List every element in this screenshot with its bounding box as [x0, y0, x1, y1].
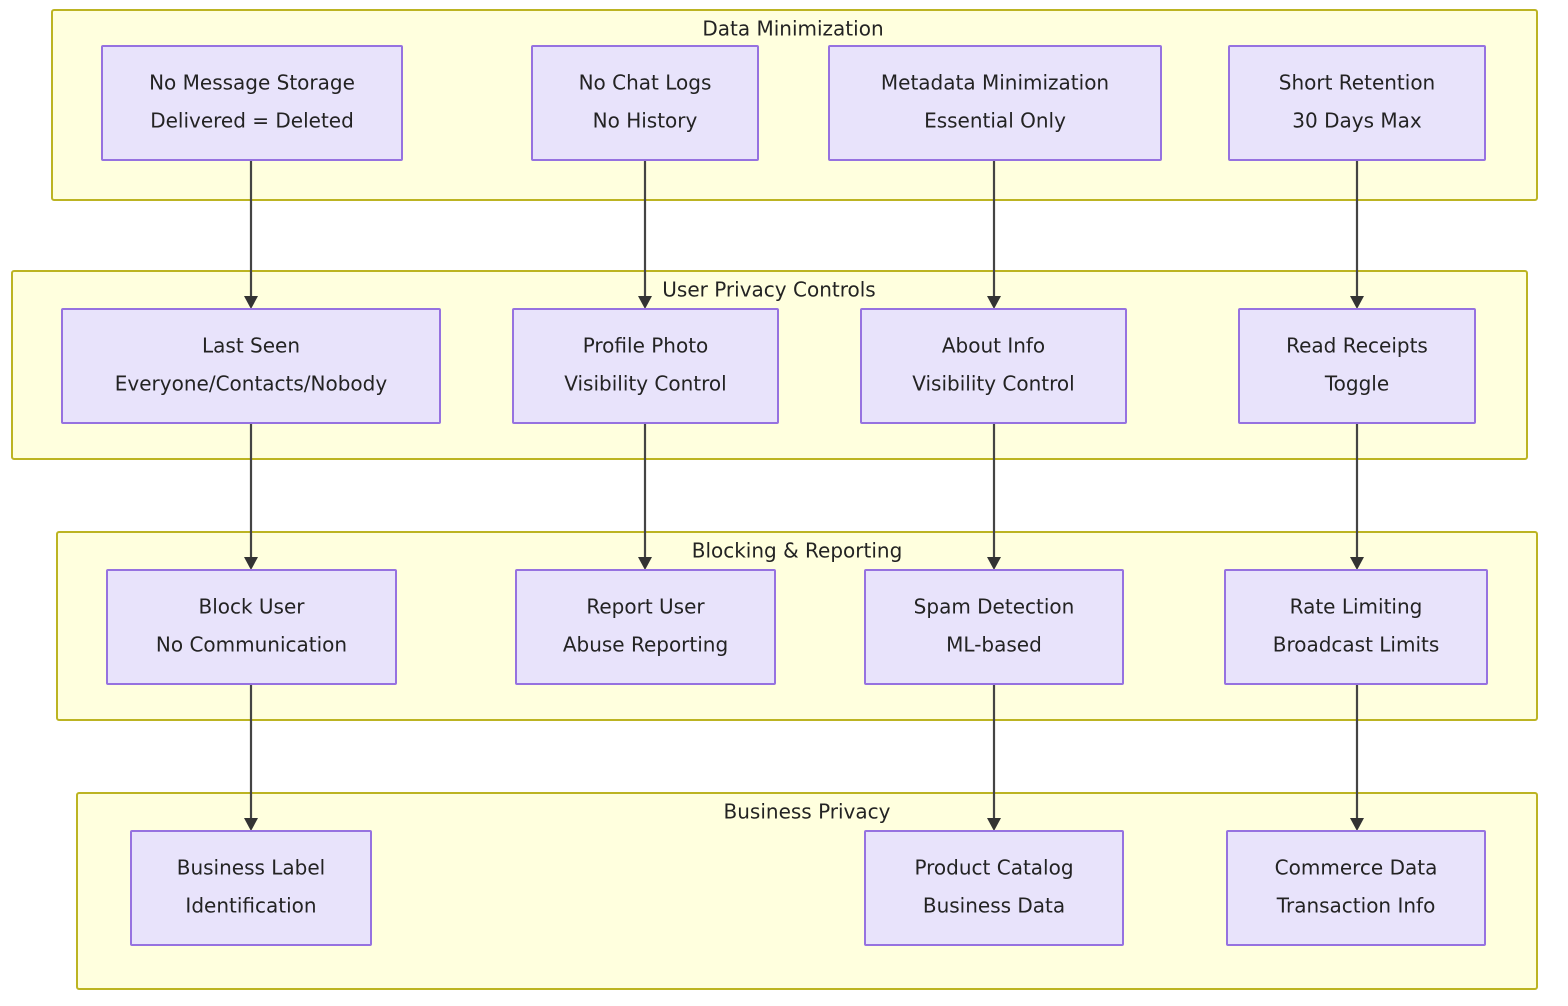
node-label-primary-rate-limiting: Rate Limiting [1290, 595, 1423, 619]
node-box-product-catalog[interactable] [864, 830, 1124, 946]
arrowhead-icon [987, 557, 1001, 570]
cluster-blocking-reporting: Blocking & Reporting [56, 531, 1538, 721]
node-block-user[interactable]: Block User No Communication [106, 569, 397, 685]
edge-metadata-minimization-to-about-info [987, 160, 1001, 309]
cluster-background-data-minimization [51, 9, 1538, 201]
edge-read-receipts-to-rate-limiting [1350, 423, 1364, 570]
node-label-secondary-business-label: Identification [185, 894, 316, 918]
node-box-business-label[interactable] [130, 830, 372, 946]
node-box-commerce-data[interactable] [1226, 830, 1486, 946]
node-label-secondary-read-receipts: Toggle [1324, 372, 1389, 396]
node-box-block-user[interactable] [106, 569, 397, 685]
arrowhead-icon [1350, 818, 1364, 831]
node-label-primary-block-user: Block User [198, 595, 305, 619]
node-box-report-user[interactable] [515, 569, 776, 685]
node-box-last-seen[interactable] [61, 308, 441, 424]
cluster-title-blocking-reporting: Blocking & Reporting [692, 539, 903, 563]
node-label-primary-spam-detection: Spam Detection [914, 595, 1075, 619]
arrowhead-icon [1350, 557, 1364, 570]
node-label-secondary-commerce-data: Transaction Info [1276, 894, 1436, 918]
node-label-primary-last-seen: Last Seen [202, 334, 300, 358]
node-box-about-info[interactable] [860, 308, 1127, 424]
arrowhead-icon [638, 557, 652, 570]
cluster-background-business-privacy [76, 792, 1538, 990]
arrowhead-icon [244, 818, 258, 831]
arrowhead-icon [244, 557, 258, 570]
edge-profile-photo-to-report-user [638, 423, 652, 570]
node-label-secondary-no-message-storage: Delivered = Deleted [150, 109, 354, 133]
edge-no-message-storage-to-last-seen [244, 160, 258, 309]
node-box-short-retention[interactable] [1228, 45, 1486, 161]
cluster-title-user-privacy-controls: User Privacy Controls [662, 278, 875, 302]
node-label-secondary-short-retention: 30 Days Max [1292, 109, 1422, 133]
node-label-primary-business-label: Business Label [177, 856, 326, 880]
node-label-primary-about-info: About Info [942, 334, 1045, 358]
node-label-secondary-rate-limiting: Broadcast Limits [1273, 633, 1440, 657]
node-label-secondary-report-user: Abuse Reporting [563, 633, 728, 657]
node-short-retention[interactable]: Short Retention 30 Days Max [1228, 45, 1486, 161]
node-box-read-receipts[interactable] [1238, 308, 1476, 424]
cluster-background-blocking-reporting [56, 531, 1538, 721]
edge-short-retention-to-read-receipts [1350, 160, 1364, 309]
node-label-primary-metadata-minimization: Metadata Minimization [881, 71, 1109, 95]
node-label-secondary-no-chat-logs: No History [593, 109, 698, 133]
node-label-primary-profile-photo: Profile Photo [583, 334, 709, 358]
node-box-no-chat-logs[interactable] [531, 45, 759, 161]
node-label-primary-short-retention: Short Retention [1279, 71, 1435, 95]
node-box-rate-limiting[interactable] [1224, 569, 1488, 685]
node-no-chat-logs[interactable]: No Chat Logs No History [531, 45, 759, 161]
edge-block-user-to-business-label [244, 684, 258, 831]
node-label-secondary-metadata-minimization: Essential Only [924, 109, 1066, 133]
node-label-secondary-profile-photo: Visibility Control [564, 372, 726, 396]
node-label-primary-read-receipts: Read Receipts [1286, 334, 1428, 358]
cluster-title-business-privacy: Business Privacy [724, 800, 891, 824]
edge-group [244, 160, 1364, 831]
node-label-primary-report-user: Report User [586, 595, 705, 619]
arrowhead-icon [638, 296, 652, 309]
node-box-no-message-storage[interactable] [101, 45, 403, 161]
node-box-metadata-minimization[interactable] [828, 45, 1162, 161]
node-label-primary-product-catalog: Product Catalog [914, 856, 1073, 880]
node-label-secondary-last-seen: Everyone/Contacts/Nobody [115, 372, 388, 396]
node-label-secondary-about-info: Visibility Control [912, 372, 1074, 396]
node-label-primary-commerce-data: Commerce Data [1275, 856, 1438, 880]
node-label-secondary-block-user: No Communication [156, 633, 347, 657]
edge-about-info-to-spam-detection [987, 423, 1001, 570]
node-box-profile-photo[interactable] [512, 308, 779, 424]
node-label-primary-no-message-storage: No Message Storage [149, 71, 355, 95]
cluster-title-data-minimization: Data Minimization [702, 17, 883, 41]
edge-rate-limiting-to-commerce-data [1350, 684, 1364, 831]
node-label-secondary-spam-detection: ML-based [946, 633, 1042, 657]
edge-last-seen-to-block-user [244, 423, 258, 570]
cluster-data-minimization: Data Minimization [51, 9, 1538, 201]
arrowhead-icon [244, 296, 258, 309]
arrowhead-icon [987, 296, 1001, 309]
edge-spam-detection-to-product-catalog [987, 684, 1001, 831]
node-label-secondary-product-catalog: Business Data [923, 894, 1065, 918]
node-box-spam-detection[interactable] [864, 569, 1124, 685]
arrowhead-icon [987, 818, 1001, 831]
cluster-business-privacy: Business Privacy [76, 792, 1538, 990]
edge-no-chat-logs-to-profile-photo [638, 160, 652, 309]
arrowhead-icon [1350, 296, 1364, 309]
node-label-primary-no-chat-logs: No Chat Logs [579, 71, 712, 95]
